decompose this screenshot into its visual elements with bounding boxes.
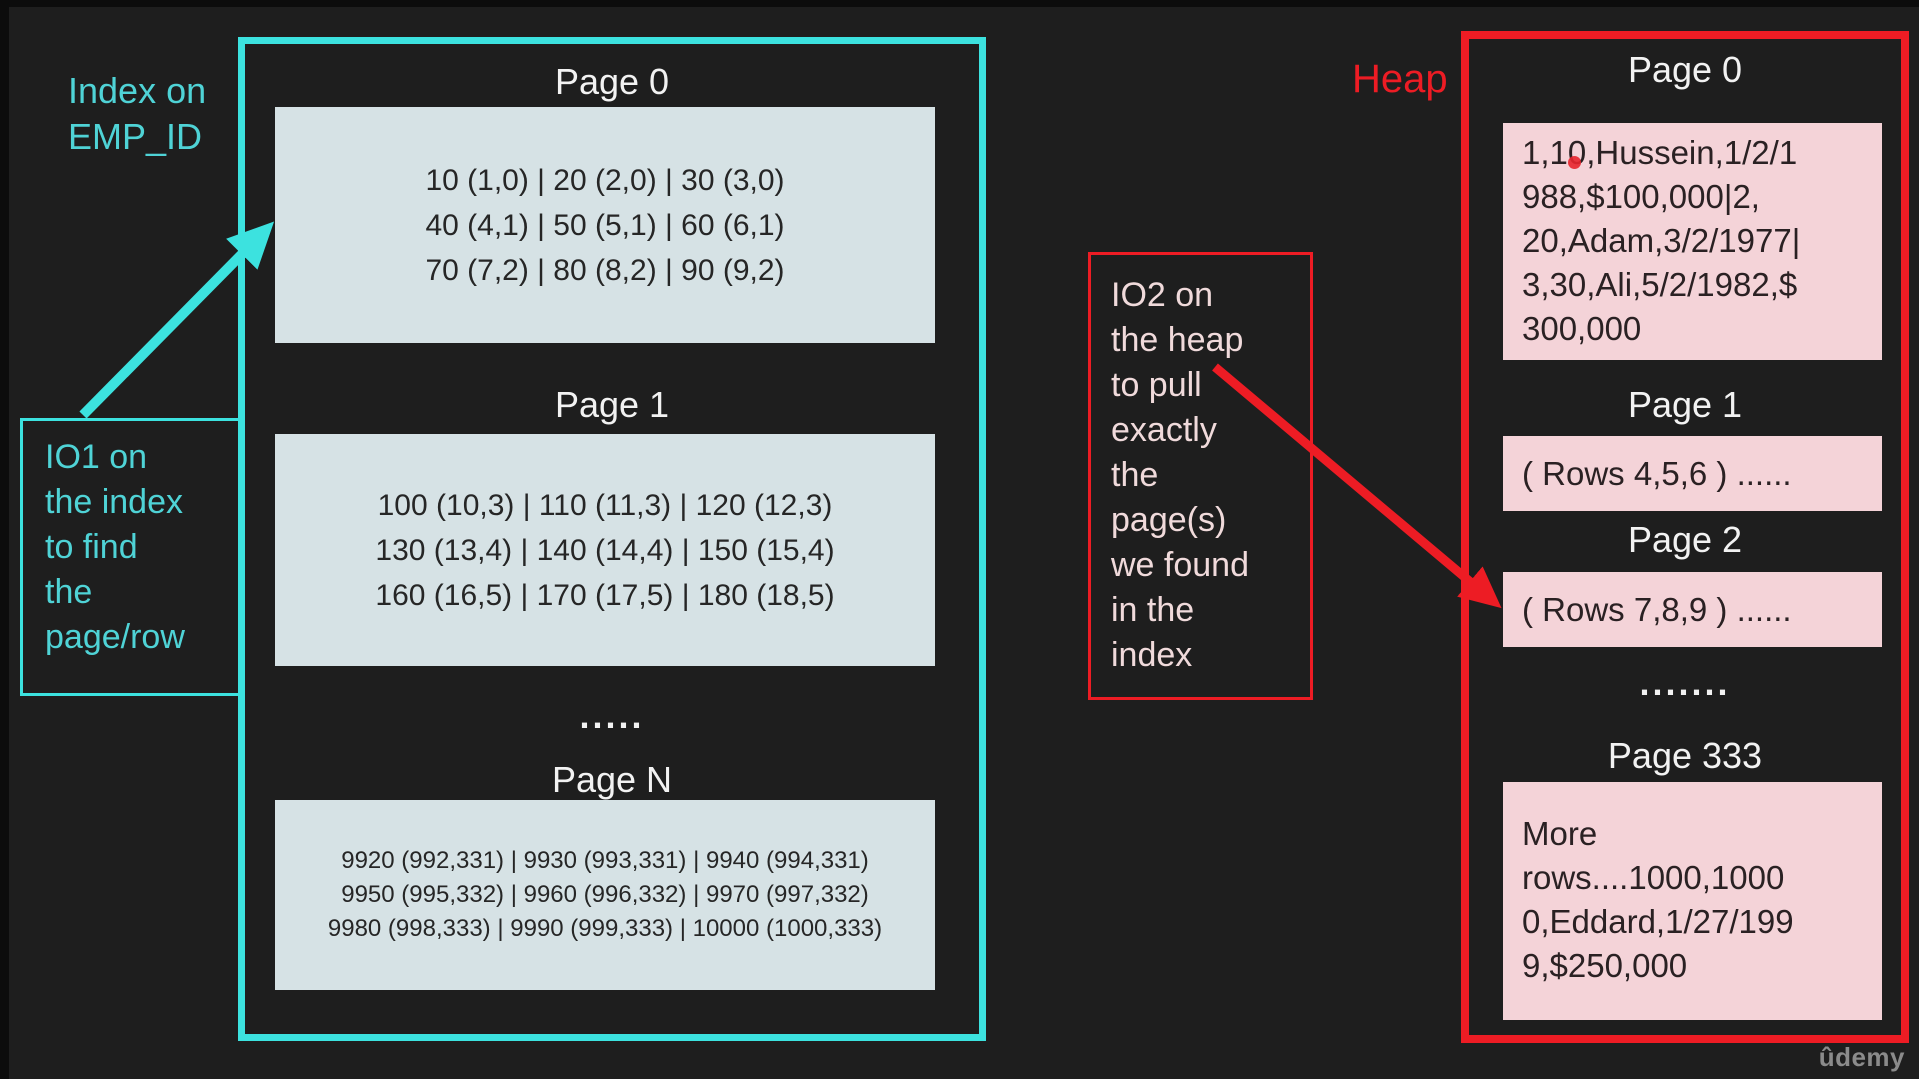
heap-row-line: 20,Adam,3/2/1977|: [1522, 222, 1801, 259]
heap-page2-box: ( Rows 7,8,9 ) ......: [1503, 572, 1882, 647]
heap-row-line: rows....1000,1000: [1522, 859, 1785, 896]
index-page0-title: Page 0: [554, 61, 670, 102]
io2-note-line: we found: [1111, 546, 1249, 584]
heap-page0-box: 1,10,Hussein,1/2/1 988,$100,000|2, 20,Ad…: [1503, 123, 1882, 360]
heap-page333-title: Page 333: [1607, 735, 1763, 776]
index-label-line1: Index on: [68, 70, 207, 111]
heap-page2-title: Page 2: [1627, 519, 1743, 560]
heap-row-line: 300,000: [1522, 310, 1642, 347]
heap-page333-box: More rows....1000,1000 0,Eddard,1/27/199…: [1503, 782, 1882, 1020]
heap-row-line: More: [1522, 815, 1598, 852]
index-entry-line: 40 (4,1) | 50 (5,1) | 60 (6,1): [425, 208, 785, 242]
io1-note-line: the index: [45, 483, 183, 521]
io2-note-box: IO2 on the heap to pull exactly the page…: [1088, 252, 1313, 700]
index-entry-line: 100 (10,3) | 110 (11,3) | 120 (12,3): [377, 488, 833, 522]
io2-note-line: the heap: [1111, 321, 1244, 359]
heap-page0-title: Page 0: [1627, 49, 1743, 90]
index-entry-line: 10 (1,0) | 20 (2,0) | 30 (3,0): [425, 163, 785, 197]
left-edge-bar: [0, 0, 9, 1079]
index-entry-line: 9980 (998,333) | 9990 (999,333) | 10000 …: [327, 915, 883, 942]
heap-page1-title: Page 1: [1627, 384, 1743, 425]
index-page0-box: 10 (1,0) | 20 (2,0) | 30 (3,0) 40 (4,1) …: [275, 107, 935, 343]
index-container: [238, 37, 986, 1041]
index-pageN-box: 9920 (992,331) | 9930 (993,331) | 9940 (…: [275, 800, 935, 990]
heap-container: [1461, 31, 1909, 1043]
io1-note-line: IO1 on: [45, 438, 148, 476]
heap-label: Heap: [1352, 57, 1448, 101]
io1-note-line: to find: [45, 528, 138, 566]
io2-note-line: exactly: [1111, 411, 1217, 449]
heap-row-line: 1,10,Hussein,1/2/1: [1522, 134, 1798, 171]
index-page1-title: Page 1: [554, 384, 670, 425]
heap-page1-box: ( Rows 4,5,6 ) ......: [1503, 436, 1882, 511]
io2-note-line: IO2 on: [1111, 276, 1214, 314]
index-on-empid-label: Index on EMP_ID: [68, 68, 206, 160]
heap-row-line: 9,$250,000: [1522, 947, 1688, 984]
heap-row-line: 3,30,Ali,5/2/1982,$: [1522, 266, 1798, 303]
io2-note-line: to pull: [1111, 366, 1202, 404]
index-entry-line: 9920 (992,331) | 9930 (993,331) | 9940 (…: [341, 847, 869, 874]
index-entry-line: 130 (13,4) | 140 (14,4) | 150 (15,4): [375, 533, 835, 567]
index-entry-line: 9950 (995,332) | 9960 (996,332) | 9970 (…: [341, 881, 869, 908]
io1-note-line: the: [45, 573, 93, 611]
heap-row-line: ( Rows 4,5,6 ) ......: [1522, 454, 1792, 492]
index-label-line2: EMP_ID: [68, 116, 203, 157]
io1-note-line: page/row: [45, 618, 185, 656]
index-page1-box: 100 (10,3) | 110 (11,3) | 120 (12,3) 130…: [275, 434, 935, 666]
udemy-watermark: ûdemy: [1818, 1042, 1905, 1072]
io2-note-line: index: [1111, 636, 1193, 674]
io2-note-line: in the: [1111, 591, 1195, 629]
index-entry-line: 160 (16,5) | 170 (17,5) | 180 (18,5): [375, 578, 835, 612]
heap-row-line: ( Rows 7,8,9 ) ......: [1522, 590, 1792, 628]
heap-row-line: 988,$100,000|2,: [1522, 178, 1760, 215]
index-ellipsis: .....: [579, 695, 645, 736]
red-dot-marker: [1568, 156, 1581, 169]
io2-note-line: page(s): [1111, 501, 1227, 539]
io1-arrow: [79, 221, 275, 419]
index-pageN-title: Page N: [551, 759, 673, 800]
top-edge-bar: [0, 0, 1919, 7]
heap-ellipsis: .......: [1639, 662, 1731, 703]
io2-note-line: the: [1111, 456, 1159, 494]
index-entry-line: 70 (7,2) | 80 (8,2) | 90 (9,2): [425, 253, 785, 287]
heap-row-line: 0,Eddard,1/27/199: [1522, 903, 1794, 940]
io1-note-box: IO1 on the index to find the page/row: [20, 418, 245, 696]
